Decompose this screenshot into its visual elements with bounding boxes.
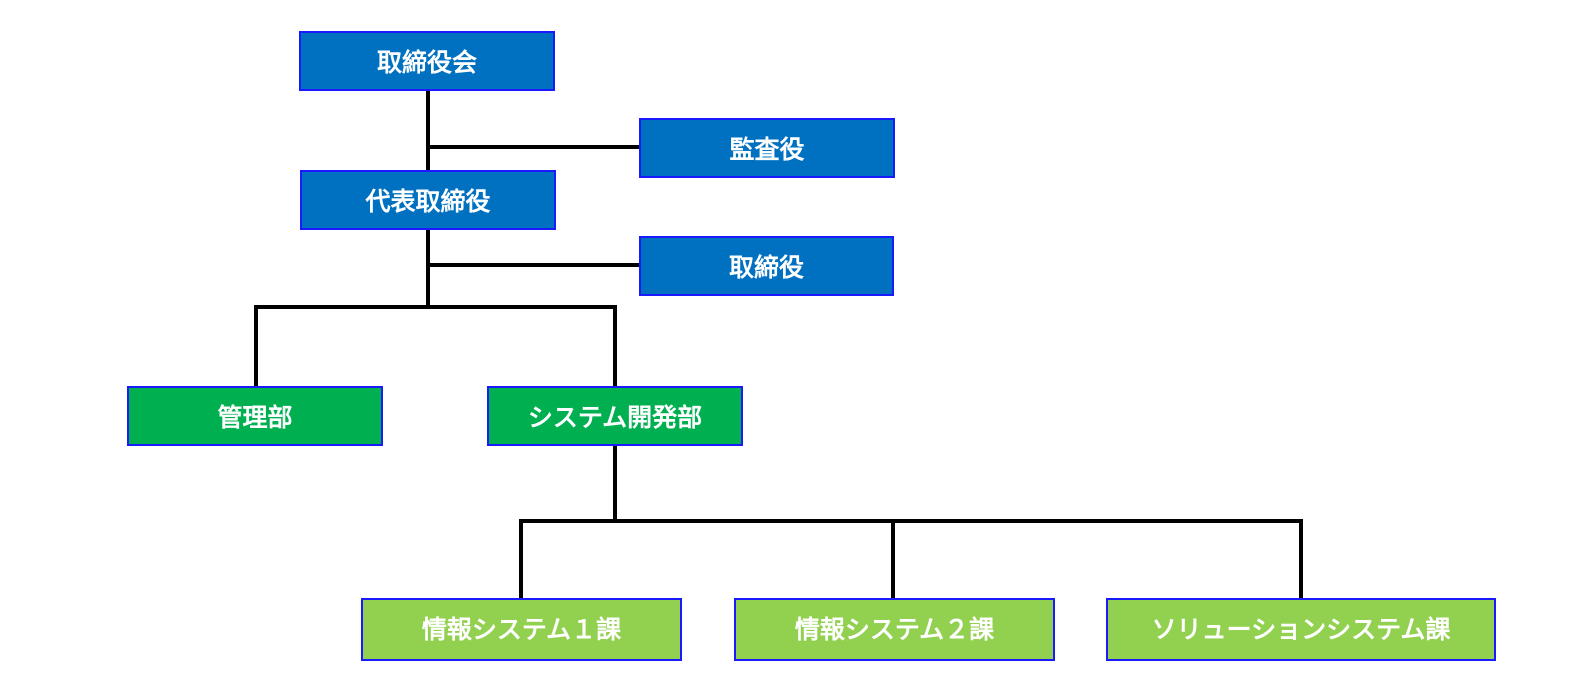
section-label: 情報システム１課 (421, 615, 622, 644)
section-label: ソリューションシステム課 (1151, 615, 1451, 644)
section-solution-system-box: ソリューションシステム課 (1106, 598, 1496, 661)
ceo-box: 代表取締役 (300, 170, 556, 230)
section-info-system-2-box: 情報システム２課 (734, 598, 1055, 661)
ceo-label: 代表取締役 (365, 187, 491, 216)
section-label: 情報システム２課 (794, 615, 995, 644)
department-kanribu-box: 管理部 (127, 386, 383, 446)
board-of-directors-label: 取締役会 (376, 48, 477, 77)
department-label: システム開発部 (527, 403, 703, 432)
director-box: 取締役 (639, 236, 894, 296)
director-label: 取締役 (728, 253, 804, 282)
section-info-system-1-box: 情報システム１課 (361, 598, 682, 661)
department-label: 管理部 (217, 403, 293, 432)
board-of-directors-box: 取締役会 (299, 31, 555, 91)
auditor-box: 監査役 (639, 118, 895, 178)
department-system-dev-box: システム開発部 (487, 386, 743, 446)
auditor-label: 監査役 (729, 135, 805, 164)
